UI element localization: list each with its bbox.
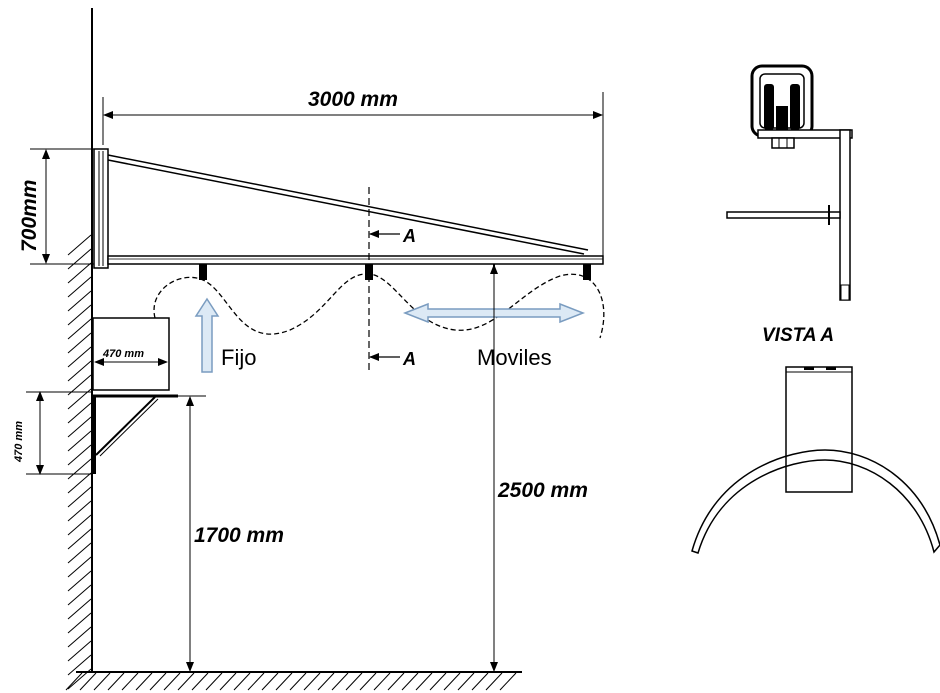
section-a-cut (368, 187, 400, 372)
wall-hatch-line (67, 472, 92, 494)
wall-hatch-line (67, 402, 92, 424)
wall-hatch-line (67, 570, 92, 592)
ground-hatch-line (429, 672, 447, 691)
jib-beam (107, 255, 604, 265)
ground-hatch-line (401, 672, 419, 691)
wall-hatch-line (67, 444, 92, 466)
festoon-cable (153, 273, 605, 339)
box-width-dim: 470 mm (102, 348, 144, 360)
ground-hatch-line (247, 672, 265, 691)
ground-hatch-line (191, 672, 209, 691)
wall-hatch-line (67, 346, 92, 368)
wall-hatch-line (67, 234, 92, 256)
wall-hatch-line (67, 542, 92, 564)
ground-hatch-line (79, 672, 97, 691)
ground-hatch-line (289, 672, 307, 691)
ground-hatch-line (443, 672, 461, 691)
cable-drum-view (691, 366, 940, 554)
trolley-detail (726, 64, 853, 301)
ground-hatch-line (163, 672, 181, 691)
view-title: VISTA A (762, 325, 834, 346)
wall-hatch-line (67, 556, 92, 578)
ground-hatch-line (219, 672, 237, 691)
wall-hatch-line (67, 612, 92, 634)
section-mark-bottom: A (402, 349, 416, 369)
fixed-label: Fijo (221, 345, 256, 370)
wall-hatch-line (67, 528, 92, 550)
bracket-height-dim-line (30, 148, 94, 265)
wall-hatch-line (67, 500, 92, 522)
ground-hatch-line (65, 672, 83, 691)
wall-hatch-line (67, 304, 92, 326)
ground-hatch-line (317, 672, 335, 691)
wall (67, 8, 93, 690)
beam-length-dim: 3000 mm (308, 88, 398, 111)
section-mark-top: A (402, 226, 416, 246)
fixed-arrow-icon (194, 297, 220, 373)
tie-rod (107, 154, 589, 255)
ground-hatch-line (205, 672, 223, 691)
wall-hatch-line (67, 360, 92, 382)
wall-hatch-line (67, 318, 92, 340)
wall-hatch-line (67, 276, 92, 298)
ground-hatch-line (303, 672, 321, 691)
box-elevation-dim: 1700 mm (194, 524, 284, 547)
ground-hatch-line (457, 672, 475, 691)
wall-hatch-line (67, 262, 92, 284)
ground-hatch-line (135, 672, 153, 691)
wall-hatch-line (67, 248, 92, 270)
wall-hatch-line (67, 598, 92, 620)
box-height-dim-line (26, 391, 92, 475)
ground-hatch-line (177, 672, 195, 691)
mobile-label: Moviles (477, 345, 552, 370)
ground-hatch-line (149, 672, 167, 691)
wall-hatch-line (67, 430, 92, 452)
wall-hatch-line (67, 654, 92, 676)
shelf-bracket (92, 394, 178, 474)
ground-hatch-line (107, 672, 125, 691)
ground-hatch-line (121, 672, 139, 691)
ground-hatch-line (471, 672, 489, 691)
ground (65, 671, 522, 691)
ground-hatch-line (485, 672, 503, 691)
wall-hatch-line (67, 332, 92, 354)
box-height-dim: 470 mm (13, 421, 25, 463)
ground-hatch-line (331, 672, 349, 691)
wall-hatch-line (67, 486, 92, 508)
ground-hatch-line (275, 672, 293, 691)
wall-hatch-line (67, 640, 92, 662)
wall-hatch-line (67, 416, 92, 438)
ground-hatch-line (373, 672, 391, 691)
wall-hatch-line (67, 290, 92, 312)
wall-box (92, 317, 170, 391)
ground-hatch-line (415, 672, 433, 691)
wall-hatch-line (67, 514, 92, 536)
wall-hatch-line (67, 626, 92, 648)
wall-hatch-line (67, 584, 92, 606)
ground-hatch-line (261, 672, 279, 691)
bracket-height-dim: 700mm (18, 180, 41, 252)
ground-hatch-line (387, 672, 405, 691)
box-elevation-dim-line (169, 395, 206, 672)
ground-hatch-line (345, 672, 363, 691)
ground-hatch-line (499, 672, 517, 691)
ground-hatch-line (233, 672, 251, 691)
wall-bracket-plate (93, 148, 109, 269)
beam-length-dim-line (102, 92, 604, 256)
trolleys (199, 264, 591, 280)
ground-hatch-line (359, 672, 377, 691)
wall-hatch-line (67, 458, 92, 480)
beam-elevation-dim: 2500 mm (497, 479, 588, 502)
ground-hatch-line (93, 672, 111, 691)
